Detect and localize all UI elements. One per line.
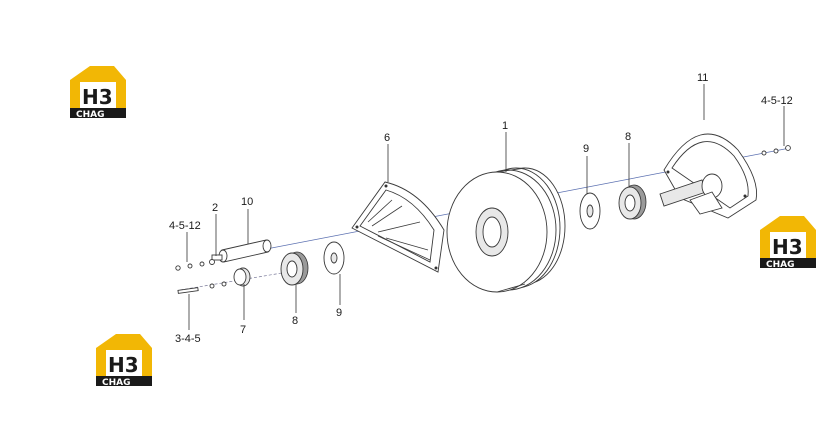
part-10-axle bbox=[211, 239, 272, 263]
callout-8-left: 8 bbox=[292, 315, 298, 327]
logo-mark: H3 bbox=[772, 235, 803, 259]
callout-fasteners-bolt: 3-4-5 bbox=[175, 333, 201, 345]
leader-lines bbox=[186, 84, 785, 330]
callout-7: 7 bbox=[240, 324, 246, 336]
part-8-bearing-left bbox=[280, 251, 309, 286]
fasteners-right bbox=[761, 145, 791, 156]
callout-fasteners-right: 4-5-12 bbox=[761, 95, 793, 107]
callout-2: 2 bbox=[212, 202, 218, 214]
callout-11: 11 bbox=[697, 72, 708, 84]
logo-mark: H3 bbox=[82, 85, 113, 109]
logo-top-left: H3 CHAG bbox=[70, 66, 126, 120]
part-9-washer-left bbox=[323, 241, 345, 275]
part-1-pulley bbox=[446, 167, 566, 293]
callout-6: 6 bbox=[384, 132, 390, 144]
fasteners-left bbox=[175, 259, 215, 271]
part-6-segment-plate bbox=[351, 181, 445, 273]
logo-bottom-left: H3 CHAG bbox=[96, 334, 152, 388]
part-7-spacer bbox=[233, 267, 251, 287]
part-11-bracket-plate bbox=[659, 133, 758, 219]
part-9-washer-right bbox=[579, 192, 601, 230]
callout-fasteners-left: 4-5-12 bbox=[169, 220, 201, 232]
logo-mark: H3 bbox=[108, 353, 139, 377]
callout-8-right: 8 bbox=[625, 131, 631, 143]
logo-right: H3 CHAG bbox=[760, 216, 816, 270]
logo-text: CHAG bbox=[76, 110, 105, 120]
fasteners-bolt bbox=[177, 281, 227, 294]
callout-labels: 1 6 9 8 11 4-5-12 10 2 4-5-12 3-4-5 7 8 … bbox=[169, 72, 793, 345]
logo-text: CHAG bbox=[766, 260, 795, 270]
callout-9-right: 9 bbox=[583, 143, 589, 155]
callout-10: 10 bbox=[241, 196, 253, 208]
logo-text: CHAG bbox=[102, 378, 131, 388]
part-8-bearing-right bbox=[618, 184, 647, 220]
callout-9-left: 9 bbox=[336, 307, 342, 319]
callout-1: 1 bbox=[502, 120, 508, 132]
